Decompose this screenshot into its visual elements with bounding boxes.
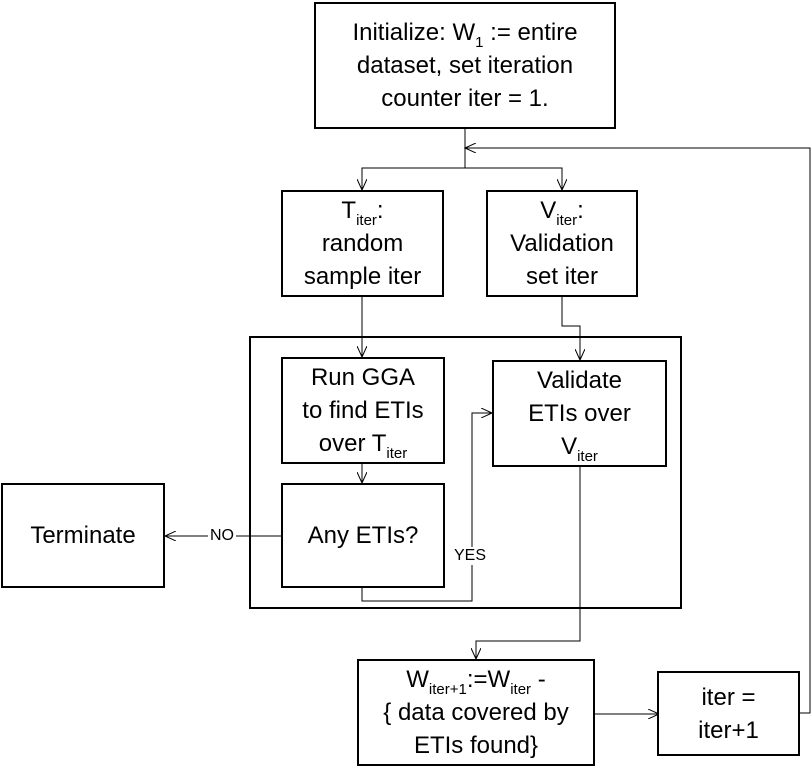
edge-label-yes: YES: [453, 547, 488, 565]
increment-iter-node: iter = iter+1: [657, 671, 800, 756]
edge-any-to-validate: [361, 413, 492, 602]
update-dataset-node: Witer+1:=Witer - { data covered by ETIs …: [357, 659, 595, 766]
edge-validation-set-to-validate: [561, 297, 580, 360]
training-sample-node: Titer: random sample iter: [281, 190, 444, 297]
processing-group-box: [249, 336, 682, 609]
edge-validate-to-update: [476, 466, 581, 659]
validate-etis-node: Validate ETIs over Viter: [492, 360, 667, 467]
any-etis-decision-node: Any ETIs?: [281, 483, 445, 588]
edge-increment-loop-back: [465, 148, 811, 714]
edge-split-to-train: [362, 167, 465, 190]
run-gga-node: Run GGA to find ETIs over Titer: [281, 357, 445, 464]
edge-label-no: NO: [208, 527, 236, 545]
init-node: Initialize: W1 := entire dataset, set it…: [314, 2, 616, 129]
terminate-node: Terminate: [1, 483, 165, 588]
edge-split-to-validation-set: [465, 167, 562, 190]
validation-set-node: Viter: Validation set iter: [486, 190, 638, 297]
